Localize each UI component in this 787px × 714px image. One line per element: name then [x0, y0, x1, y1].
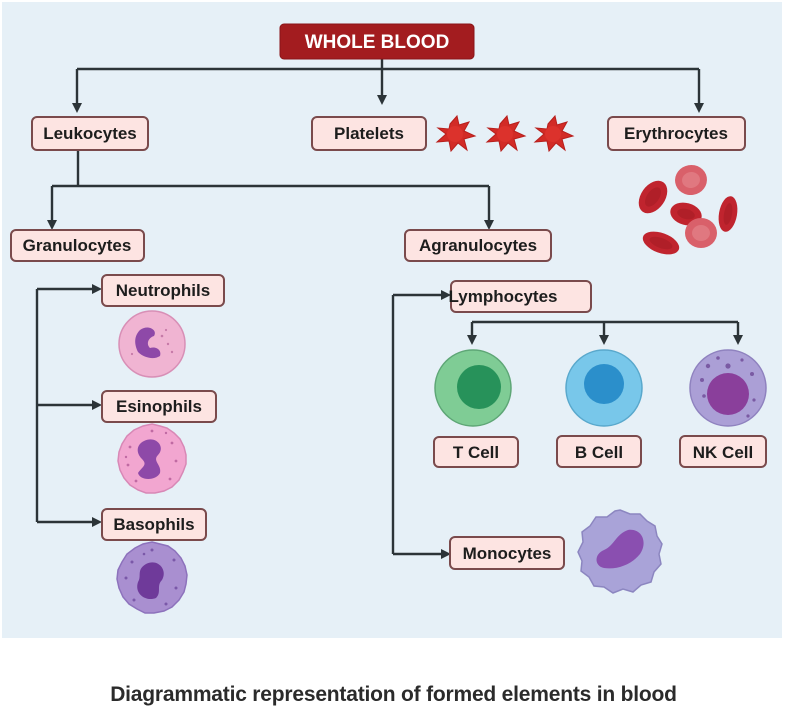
- whole-blood-node: WHOLE BLOOD: [279, 23, 475, 60]
- platelet-icon: [435, 114, 477, 153]
- neutrophils-node: Neutrophils: [101, 274, 225, 307]
- t-cell-node: T Cell: [433, 436, 519, 468]
- t-cell-label: T Cell: [453, 443, 499, 462]
- b-cell-icon: [565, 349, 643, 427]
- agranulocytes-label: Agranulocytes: [419, 236, 537, 255]
- basophils-node: Basophils: [101, 508, 207, 541]
- neutrophil-icon: [118, 310, 186, 378]
- platelet-icon: [485, 114, 527, 153]
- lymphocytes-label: Lymphocytes: [449, 287, 558, 306]
- monocytes-label: Monocytes: [463, 544, 552, 563]
- erythrocyte-icon: [638, 180, 668, 214]
- lymphocytes-node: Lymphocytes: [449, 280, 592, 313]
- erythrocyte-icon: [642, 231, 680, 255]
- erythrocyte-icon: [718, 196, 738, 232]
- agranulocytes-node: Agranulocytes: [404, 229, 552, 262]
- basophil-icon: [116, 541, 188, 614]
- erythrocytes-illustration: [638, 164, 738, 255]
- erythrocyte-icon: [675, 164, 707, 196]
- neutrophils-label: Neutrophils: [116, 281, 210, 300]
- esinophils-label: Esinophils: [116, 397, 202, 416]
- basophils-label: Basophils: [113, 515, 194, 534]
- nk-cell-node: NK Cell: [679, 435, 767, 468]
- b-cell-node: B Cell: [556, 435, 642, 468]
- figure-caption: Diagrammatic representation of formed el…: [110, 683, 677, 706]
- platelet-icon: [533, 114, 575, 153]
- b-cell-label: B Cell: [575, 443, 623, 462]
- monocytes-node: Monocytes: [449, 536, 565, 570]
- granulocytes-node: Granulocytes: [10, 229, 145, 262]
- esinophils-node: Esinophils: [101, 390, 217, 423]
- t-cell-icon: [434, 349, 512, 427]
- erythrocytes-node: Erythrocytes: [607, 116, 746, 151]
- nk-cell-label: NK Cell: [693, 443, 753, 462]
- eosinophil-icon: [117, 423, 187, 494]
- connectors: [35, 58, 743, 559]
- leukocytes-label: Leukocytes: [43, 124, 137, 143]
- whole-blood-label: WHOLE BLOOD: [305, 32, 450, 53]
- monocyte-icon: [577, 509, 663, 594]
- nk-cell-icon: [689, 349, 767, 427]
- leukocytes-node: Leukocytes: [31, 116, 149, 151]
- erythrocyte-icon: [685, 218, 717, 248]
- erythrocytes-label: Erythrocytes: [624, 124, 728, 143]
- granulocytes-label: Granulocytes: [23, 236, 132, 255]
- platelets-label: Platelets: [334, 124, 404, 143]
- platelets-node: Platelets: [311, 116, 427, 151]
